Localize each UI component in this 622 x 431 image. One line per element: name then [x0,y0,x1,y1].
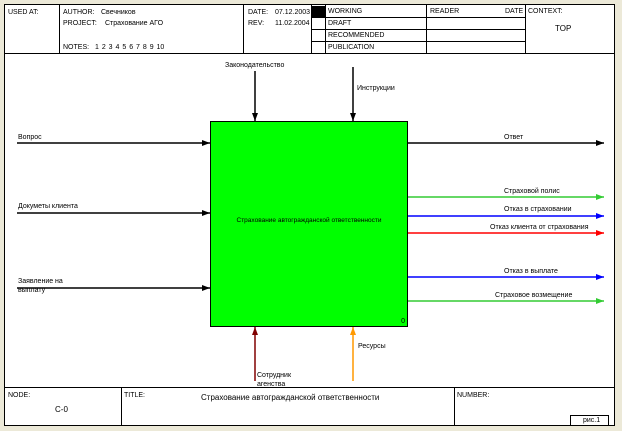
output-label-insurance-policy: Страховой полис [504,188,560,195]
output-label-insurance-compensation: Страховое возмещение [495,292,573,299]
node-label: NODE: [8,392,31,399]
footer-divider [454,387,455,425]
header-row-line [311,29,525,30]
used-at-label: USED AT: [8,9,39,16]
status-working: WORKING [328,8,363,15]
reader-date-label: DATE [505,8,524,15]
status-draft: DRAFT [328,20,352,27]
date-label: DATE: [248,9,269,16]
output-label-client-refusal: Отказ клиента от страхования [490,224,589,231]
idef0-diagram-page: USED AT: AUTHOR: Свечников PROJECT: Стра… [4,4,615,426]
node-value: C-0 [55,405,68,414]
header-bottom-border [5,53,614,54]
date-value: 07.12.2003 [275,9,311,16]
header-divider [243,5,244,53]
mechanism-label-resources: Ресурсы [358,343,386,350]
mechanism-label-agency-employee: Сотрудник агенства [257,372,292,388]
context-value: TOP [555,24,572,33]
status-publication: PUBLICATION [328,44,375,51]
header-divider [59,5,60,53]
input-label-payment-claim: Заявление на выплату [18,278,63,294]
author-label: AUTHOR: [63,9,95,16]
title-label: TITLE: [124,392,146,399]
rev-value: 11.02.2004 [275,20,310,27]
notes-value: 1 2 3 4 5 6 7 8 9 10 [95,44,165,51]
header-row-line [311,41,525,42]
input-label-question: Вопрос [18,134,42,141]
output-label-answer: Ответ [504,134,524,141]
number-value: рис.1 [583,417,601,424]
notes-label: NOTES: [63,44,90,51]
rev-label: REV: [248,20,265,27]
arrows-layer [17,67,604,381]
header-row-line [311,17,525,18]
status-recommended: RECOMMENDED [328,32,385,39]
footer-divider [121,387,122,425]
diagram-title: Страхование автогражданской ответственно… [201,393,380,402]
footer-top-border [5,387,614,388]
activity-label: Страхование автогражданской ответственно… [236,217,382,224]
control-label-instructions: Инструкции [357,85,395,92]
author-value: Свечников [101,9,136,16]
context-label: CONTEXT: [528,8,563,15]
output-label-payment-refusal: Отказ в выплате [504,268,558,275]
project-value: Страхование АГО [105,20,164,27]
number-box [570,415,609,426]
activity-box[interactable]: Страхование автогражданской ответственно… [210,121,408,327]
reader-label: READER [430,8,460,15]
input-label-client-documents: Докуметы клиента [18,203,78,210]
project-label: PROJECT: [63,20,97,27]
working-status-mark [312,6,325,17]
control-label-legislation: Законодательство [225,62,285,69]
output-label-insurance-refusal: Отказ в страховании [504,206,572,213]
activity-number: 0 [401,318,405,325]
header-divider [525,5,526,53]
number-label: NUMBER: [457,392,490,399]
